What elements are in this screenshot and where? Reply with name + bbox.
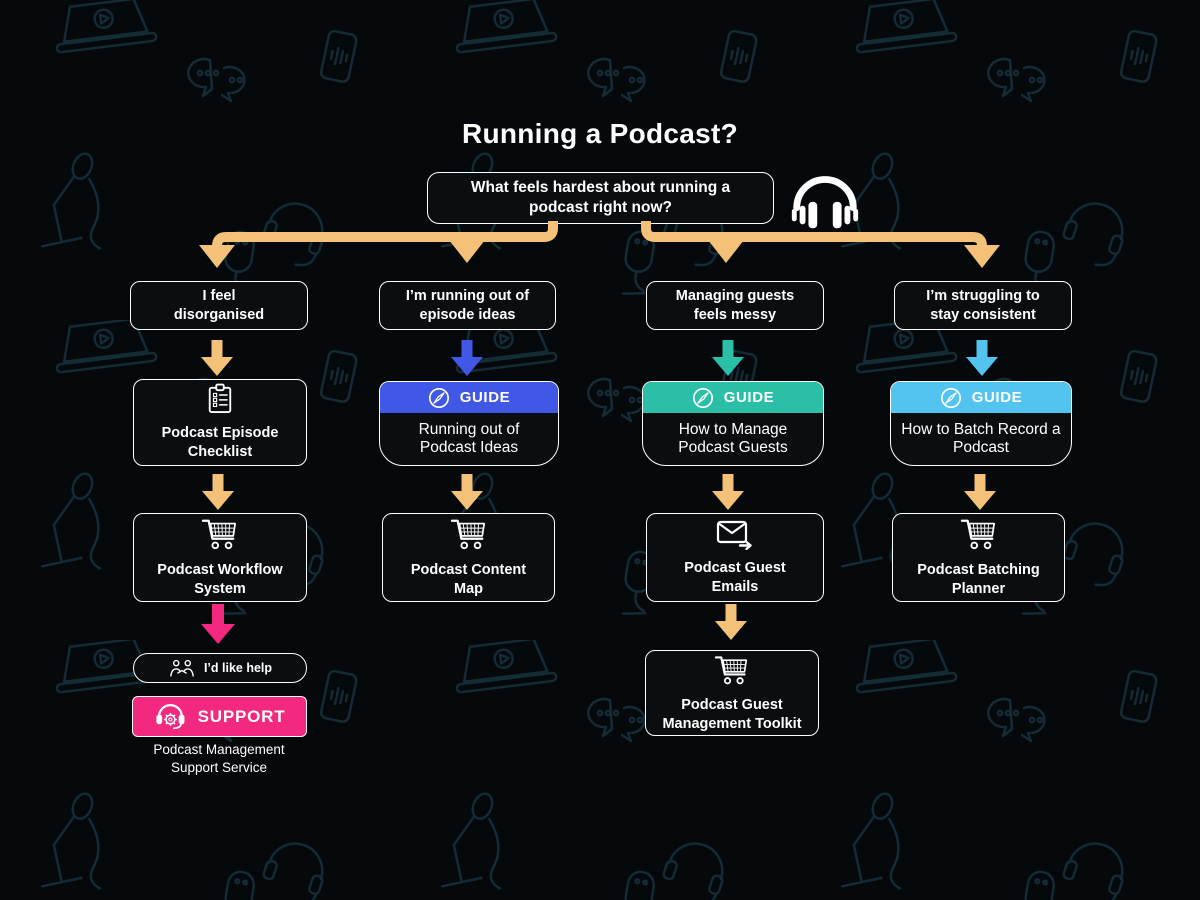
shopping-cart-icon [960, 520, 995, 550]
support-caption: Podcast Management Support Service [153, 742, 285, 775]
question-text: What feels hardest about running a podca… [470, 178, 731, 216]
pain-text: I’m struggling to stay consistent [926, 287, 1040, 323]
email-send-icon [716, 520, 752, 550]
product-box-batching-planner: Podcast Batching Planner [892, 513, 1065, 602]
help-label: I’d like help [203, 661, 273, 675]
guide-header: GUIDE [380, 382, 558, 413]
guide-title: How to Manage Podcast Guests [678, 420, 788, 456]
pain-box-disorganised: I feel disorganised [130, 281, 308, 330]
guide-title: How to Batch Record a Podcast [901, 420, 1061, 456]
help-pill: I’d like help [133, 653, 307, 683]
product-label: Podcast Guest Emails [684, 559, 786, 595]
support-headset-gear-icon [155, 704, 185, 730]
product-label: Podcast Workflow System [157, 562, 283, 597]
pain-box-episode-ideas: I’m running out of episode ideas [379, 281, 556, 330]
pain-box-managing-guests: Managing guests feels messy [646, 281, 824, 330]
guide-header: GUIDE [643, 382, 823, 413]
compass-guide-icon [428, 387, 449, 408]
pain-box-stay-consistent: I’m struggling to stay consistent [894, 281, 1072, 330]
product-box-guest-emails: Podcast Guest Emails [646, 513, 824, 602]
product-box-workflow-system: Podcast Workflow System [133, 513, 307, 602]
guide-label: GUIDE [459, 389, 511, 406]
guide-label: GUIDE [971, 389, 1023, 406]
product-box-content-map: Podcast Content Map [382, 513, 555, 602]
pain-text: I feel disorganised [173, 287, 265, 323]
headphones-icon [791, 176, 859, 229]
guide-box-manage-guests: GUIDE How to Manage Podcast Guests [642, 381, 824, 466]
guide-body: Running out of Podcast Ideas [380, 413, 558, 465]
helping-hands-icon [170, 659, 194, 677]
product-label: Podcast Episode Checklist [161, 425, 279, 460]
page-title: Running a Podcast? [461, 118, 739, 149]
product-label: Podcast Batching Planner [917, 562, 1040, 597]
support-label: SUPPORT [197, 706, 286, 726]
product-box-episode-checklist: Podcast Episode Checklist [133, 379, 307, 466]
guide-label: GUIDE [723, 389, 775, 406]
pain-text: I’m running out of episode ideas [405, 287, 530, 323]
pain-text: Managing guests feels messy [675, 287, 795, 323]
shopping-cart-icon [450, 520, 485, 550]
guide-header: GUIDE [891, 382, 1071, 413]
compass-guide-icon [940, 387, 961, 408]
guide-title: Running out of Podcast Ideas [418, 420, 520, 456]
guide-body: How to Manage Podcast Guests [643, 413, 823, 465]
shopping-cart-icon [201, 520, 237, 550]
support-box: SUPPORT [132, 696, 307, 737]
guide-box-batch-record: GUIDE How to Batch Record a Podcast [890, 381, 1072, 466]
compass-guide-icon [692, 387, 713, 408]
product-label: Podcast Content Map [410, 562, 527, 597]
product-label: Podcast Guest Management Toolkit [662, 696, 802, 732]
guide-body: How to Batch Record a Podcast [891, 413, 1071, 465]
guide-box-episode-ideas: GUIDE Running out of Podcast Ideas [379, 381, 559, 466]
shopping-cart-icon [714, 656, 748, 685]
clipboard-checklist-icon [208, 384, 232, 414]
question-box: What feels hardest about running a podca… [427, 172, 774, 224]
product-box-guest-management-toolkit: Podcast Guest Management Toolkit [645, 650, 819, 736]
